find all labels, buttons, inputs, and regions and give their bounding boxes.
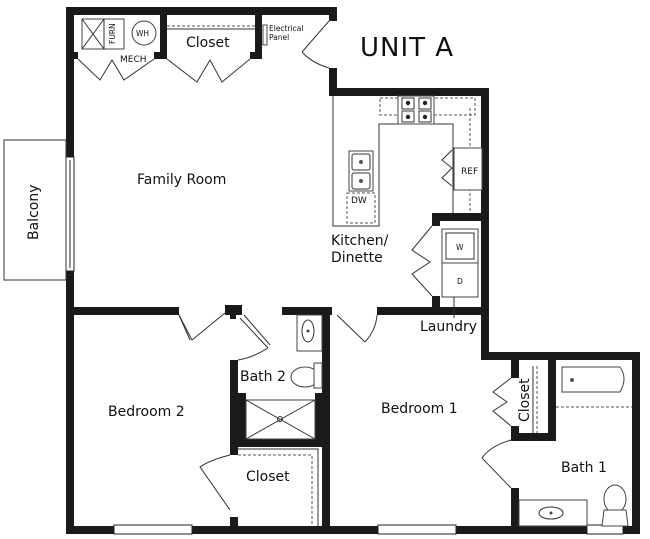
- bedroom1-label: Bedroom 1: [381, 401, 458, 417]
- family-room-label: Family Room: [137, 172, 226, 188]
- closet-bedroom1-label: Closet: [517, 378, 533, 422]
- bath2-label: Bath 2: [240, 369, 286, 385]
- dishwasher-label: DW: [351, 196, 367, 206]
- kitchen-label-line1: Kitchen/: [331, 233, 389, 249]
- mech-label: MECH: [120, 55, 147, 65]
- bath2-fixtures: [238, 314, 323, 526]
- windows: [65, 156, 624, 535]
- dishwasher: [346, 192, 376, 224]
- bath1-fixtures: [518, 366, 632, 527]
- kitchen-fixtures: [332, 95, 483, 318]
- bedroom2-window: [113, 524, 193, 535]
- furnace-label: FURN: [108, 23, 117, 44]
- dryer: [441, 262, 479, 298]
- labels: UNIT A Family Room Kitchen/ Dinette Laun…: [26, 23, 607, 485]
- mech-fixtures: [81, 18, 268, 50]
- electrical-panel: [262, 24, 268, 46]
- washer-label: W: [456, 243, 464, 252]
- water-heater-label: WH: [136, 29, 149, 38]
- doors: [77, 20, 512, 511]
- walls: [66, 7, 640, 534]
- unit-title: UNIT A: [360, 33, 454, 63]
- electrical-panel-label-line1: Electrical: [269, 24, 303, 33]
- range: [397, 95, 435, 125]
- dryer-label: D: [457, 277, 463, 286]
- kitchen-label-line2: Dinette: [331, 250, 383, 266]
- bath2-vanity: [296, 314, 323, 352]
- refrigerator-label: REF: [461, 167, 478, 177]
- washer: [441, 228, 479, 264]
- furnace: [81, 18, 125, 50]
- refrigerator: [453, 147, 483, 191]
- bathtub: [561, 366, 625, 393]
- water-heater: [131, 20, 157, 46]
- bedroom1-window: [377, 524, 457, 535]
- closet-top-label: Closet: [186, 35, 230, 51]
- bedroom2-label: Bedroom 2: [108, 404, 185, 420]
- sink: [348, 150, 374, 192]
- closet-bedroom2-label: Closet: [246, 469, 290, 485]
- electrical-panel-label-line2: Panel: [269, 33, 289, 42]
- balcony-outline: [3, 139, 67, 281]
- bath1-label: Bath 1: [561, 460, 607, 476]
- laundry-label: Laundry: [420, 319, 477, 335]
- balcony-label: Balcony: [26, 185, 42, 241]
- bath1-toilet: [603, 484, 627, 514]
- bath1-vanity: [518, 499, 588, 527]
